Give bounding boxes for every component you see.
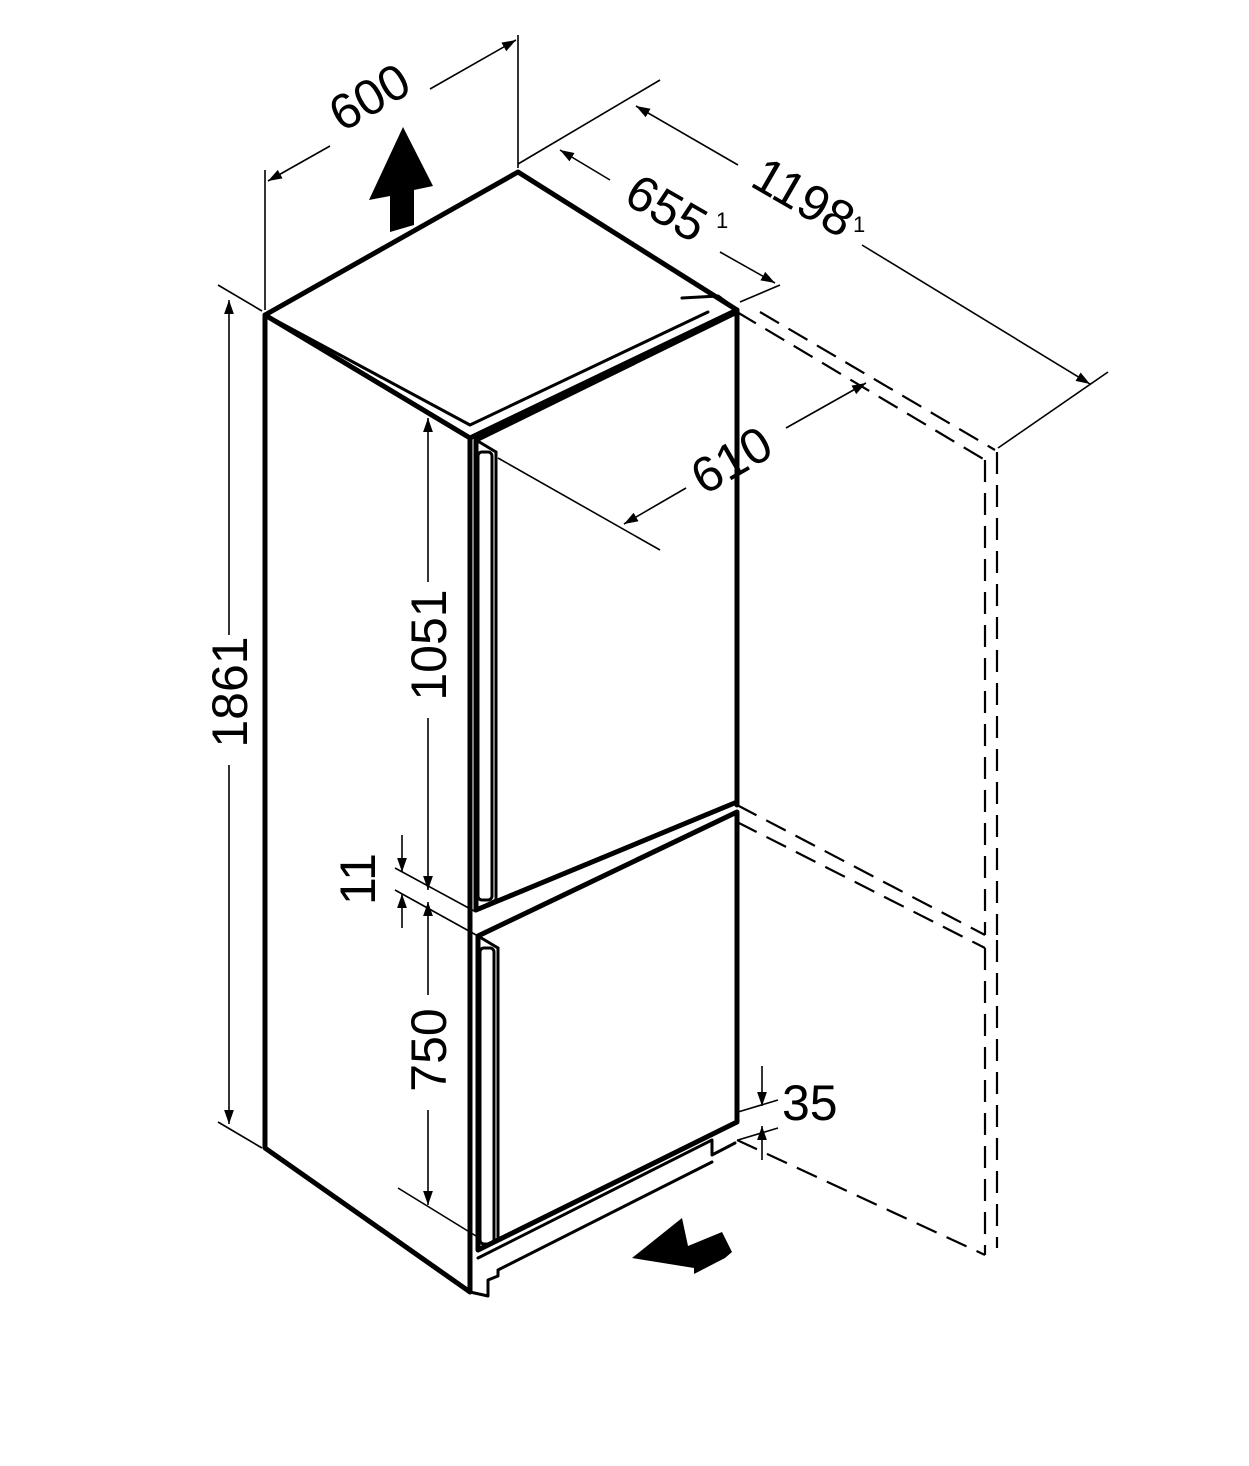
depth-body-label: 610 <box>681 415 781 505</box>
plinth-label: 35 <box>782 1075 838 1131</box>
gap-label: 11 <box>330 853 386 905</box>
open-door-outline <box>736 311 999 1256</box>
dimension-plinth: 35 <box>737 1066 838 1160</box>
lower-door-handle <box>478 946 496 1246</box>
width-label: 600 <box>319 52 419 142</box>
height-upper-label: 1051 <box>401 589 457 700</box>
lower-door-panel <box>475 809 740 1253</box>
cabinet-top-rim <box>273 310 710 427</box>
cabinet-left-side <box>262 312 473 1295</box>
upper-door-handle <box>476 450 494 902</box>
dimension-depth-open: 1198 1 <box>635 105 1109 449</box>
depth-door-label: 655 <box>616 163 716 253</box>
height-total-label: 1861 <box>202 636 258 747</box>
height-lower-label: 750 <box>401 1008 457 1091</box>
dimension-depth-body: 610 <box>497 382 867 551</box>
arrow-up-icon <box>369 127 433 232</box>
plinth <box>468 1138 737 1298</box>
depth-open-footnote: 1 <box>853 212 865 237</box>
cabinet-body <box>262 169 740 1295</box>
dimension-height-upper: 1051 <box>401 418 457 890</box>
upper-door-panel <box>473 309 740 913</box>
dimension-height-total: 1861 <box>202 284 263 1149</box>
depth-door-footnote: 1 <box>716 208 728 233</box>
top-hinge <box>680 294 739 312</box>
dimension-gap: 11 <box>330 835 479 937</box>
upper-door <box>473 309 740 913</box>
dimension-height-lower: 750 <box>397 902 477 1237</box>
lower-door <box>475 809 740 1253</box>
depth-open-label: 1198 <box>743 146 864 248</box>
arrow-in-icon <box>632 1218 732 1274</box>
